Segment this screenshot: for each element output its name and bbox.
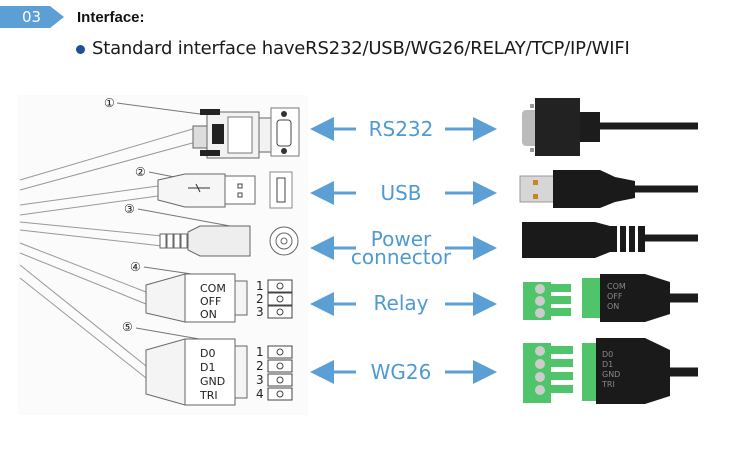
power-connector-label: Power connector (331, 227, 471, 269)
svg-text:GND: GND (602, 370, 620, 379)
wg26-pin-number: 4 (256, 387, 264, 401)
svg-text:D0: D0 (602, 350, 613, 359)
wg26-pin-label: D0 (200, 347, 215, 360)
svg-text:OFF: OFF (607, 292, 623, 301)
wg26-pin-number: 1 (256, 345, 264, 359)
wg26-pin-label: D1 (200, 361, 215, 374)
svg-text:TRI: TRI (601, 380, 615, 389)
callout-4: ④ (130, 260, 141, 274)
svg-text:D1: D1 (602, 360, 613, 369)
relay-pin-number: 3 (256, 305, 264, 319)
wiegand-terminal-block-icon: ⑤ D0 D1 GND TRI 1 2 3 4 (122, 320, 293, 406)
wg26-pin-label: GND (200, 375, 225, 388)
power-label-line1: Power (370, 227, 432, 251)
power-cable-photo (522, 222, 698, 258)
power-label-line2: connector (350, 245, 452, 269)
callout-5: ⑤ (122, 320, 133, 334)
rs232-cable-photo (522, 98, 698, 156)
dc-power-jack-icon: ③ (124, 202, 299, 257)
wg26-pin-label: TRI (199, 389, 218, 402)
callout-3: ③ (124, 202, 135, 216)
wg26-pin-number: 3 (256, 373, 264, 387)
relay-pin-label: OFF (200, 295, 221, 308)
wg26-pin-number: 2 (256, 359, 264, 373)
db9-serial-connector-icon: ① (104, 96, 300, 159)
relay-terminal-block-icon: ④ COM OFF ON 1 2 3 (130, 260, 293, 323)
section-number: 03 (22, 8, 42, 26)
relay-pin-label: COM (200, 282, 226, 295)
callout-2: ② (135, 165, 146, 179)
usb-label: USB (380, 181, 422, 205)
callout-1: ① (104, 96, 115, 110)
relay-pin-number: 1 (256, 279, 264, 293)
relay-pin-number: 2 (256, 292, 264, 306)
svg-text:COM: COM (607, 282, 626, 291)
usb-a-connector-icon: ② (135, 165, 293, 209)
wg26-label: WG26 (370, 360, 432, 384)
relay-label: Relay (373, 291, 429, 315)
interface-summary: Standard interface haveRS232/USB/WG26/RE… (92, 38, 630, 59)
svg-text:ON: ON (607, 302, 619, 311)
usb-cable-photo (519, 170, 698, 208)
bullet-icon (76, 45, 85, 54)
section-number-badge (0, 6, 64, 28)
relay-pin-label: ON (200, 308, 217, 321)
section-title: Interface: (77, 9, 145, 26)
rs232-label: RS232 (368, 117, 434, 141)
fanout-cables (19, 127, 197, 379)
